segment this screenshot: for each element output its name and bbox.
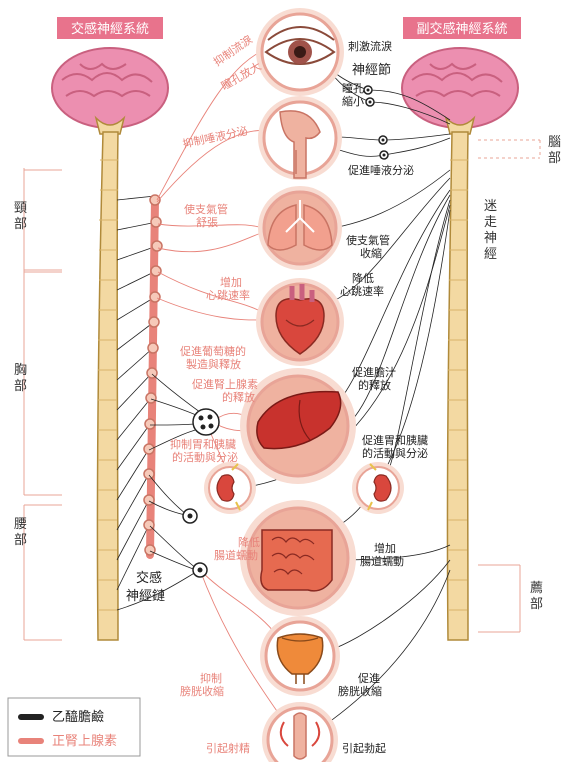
label-sym-adrenal: 促進腎上腺素的釋放: [192, 377, 258, 404]
label-para-bile: 促進膽汁的釋放: [352, 365, 396, 392]
left-kidney-icon: [204, 462, 256, 514]
legend-ne: 正腎上腺素: [52, 734, 117, 749]
label-sym-bladder: 抑制膀胱收縮: [180, 671, 224, 698]
label-sym-glucose: 促進葡萄糖的製造與釋放: [180, 344, 246, 371]
label-sym-eye1: 抑制流淚: [211, 32, 255, 69]
parasympathetic-ganglia: [364, 86, 388, 159]
label-sym-stomach: 抑制胃和胰臟的活動與分泌: [170, 437, 238, 464]
region-lumbar: 腰部: [14, 517, 27, 548]
region-chest: 胸部: [14, 363, 27, 394]
label-para-sex: 引起勃起: [342, 741, 386, 755]
legend-ach-swatch: [18, 714, 44, 720]
vagus-nerve-label: 迷走神經: [484, 199, 497, 262]
label-para-heart: 降低心跳速率: [340, 271, 384, 298]
ganglion-label: 神經節: [352, 63, 391, 78]
right-spinal-cord: [447, 132, 468, 640]
label-sym-sex: 引起射精: [206, 741, 250, 755]
legend-ne-swatch: [18, 738, 44, 744]
label-para-tear: 刺激流淚: [348, 39, 392, 53]
header-parasympathetic: 副交感神經系統: [416, 21, 507, 37]
label-para-intestine: 增加腸道蠕動: [360, 541, 404, 568]
lungs-icon: [258, 186, 342, 270]
heart-icon: [256, 278, 344, 366]
region-brackets-left: [24, 168, 62, 640]
genital-icon: [262, 702, 338, 762]
region-neck: 頸部: [14, 201, 27, 232]
right-kidney-icon: [352, 462, 404, 514]
right-brain-icon: [402, 48, 518, 134]
legend: 乙醯膽鹼 正腎上腺素: [8, 698, 140, 756]
label-para-bladder: 促進膀胱收縮: [338, 671, 382, 698]
left-spinal-cord: [97, 132, 118, 640]
legend-ach: 乙醯膽鹼: [52, 709, 104, 725]
mesenteric-ganglion: [183, 509, 197, 523]
header-sympathetic: 交感神經系統: [71, 21, 149, 37]
region-sacral: 薦部: [530, 581, 543, 612]
label-para-saliva: 促進唾液分泌: [348, 163, 414, 177]
chain-label: 交感神經鏈: [126, 570, 165, 604]
bladder-icon: [260, 616, 340, 696]
celiac-ganglion: [193, 409, 219, 435]
region-brain: 腦部: [548, 135, 561, 166]
label-sym-intestine: 降低腸道蠕動: [214, 535, 260, 562]
left-brain-icon: [52, 48, 168, 134]
throat-icon: [258, 96, 342, 180]
label-para-pupil: 瞳孔縮小: [342, 81, 364, 108]
label-para-stomach: 促進胃和胰臟的活動與分泌: [362, 433, 428, 460]
label-sym-heart: 增加心跳速率: [206, 275, 250, 302]
inferior-ganglion: [193, 563, 207, 577]
eye-icon: [256, 8, 344, 96]
